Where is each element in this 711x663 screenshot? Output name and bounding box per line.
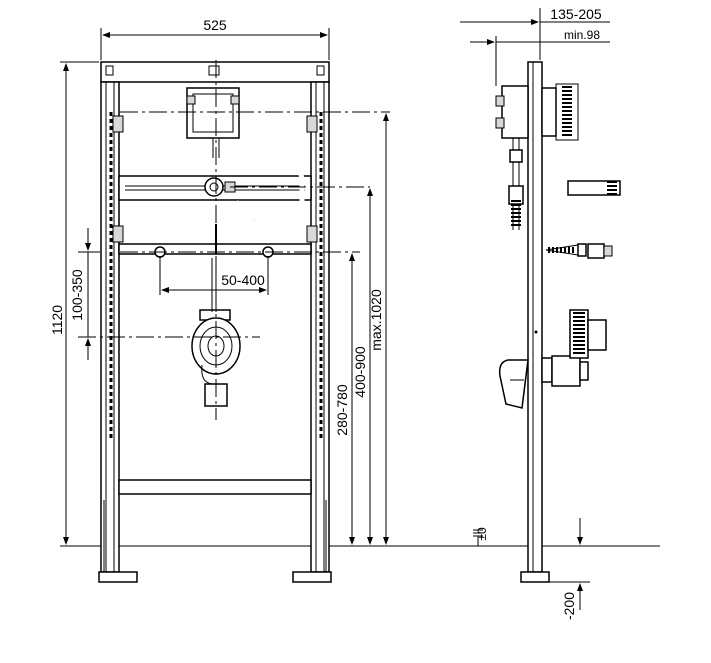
side-upright [527,61,543,573]
dim-width-label: 525 [203,17,227,33]
dim-height-total: 1120 [49,61,99,545]
side-drain-body [551,355,581,387]
right-foot [292,571,332,583]
dim-heights: 280-780 400-900 max.1020 [334,113,389,545]
side-view [495,61,621,583]
top-slot [208,65,220,76]
stop-valve [204,177,224,197]
dim-bracket-range: 100-350 [69,228,100,360]
floor-level-marker: ±0 [473,527,489,546]
dim-max-label: max.1020 [368,289,384,351]
front-view [60,60,660,583]
dim-width: 525 [100,17,330,60]
drain-flange [587,319,607,351]
side-valve-box [501,85,529,139]
dim-foot-depth: -200 [548,518,590,620]
dim-foot-label: -200 [561,592,577,620]
floor-level-label: ±0 [475,527,489,541]
left-foot [98,571,138,583]
side-trap-elbow [498,359,529,409]
dim-height-label: 1120 [49,305,65,335]
wall-plug [587,243,605,259]
top-crossbar [100,61,330,83]
dim-outlet-label: 280-780 [334,384,350,436]
dim-spacing: 50-400 [159,256,269,295]
dim-min-label: min.98 [564,28,600,42]
side-foot [520,571,550,583]
side-cover-plate [555,83,579,141]
dim-depth: 135-205 min.98 [460,6,610,86]
dim-inlet-label: 400-900 [352,346,368,398]
dim-bracket-label: 100-350 [69,269,85,321]
bottom-crossbar [118,479,312,495]
dim-depth-label: 135-205 [550,6,602,22]
dim-spacing-label: 50-400 [221,272,265,288]
pipe-sleeve [567,180,621,196]
